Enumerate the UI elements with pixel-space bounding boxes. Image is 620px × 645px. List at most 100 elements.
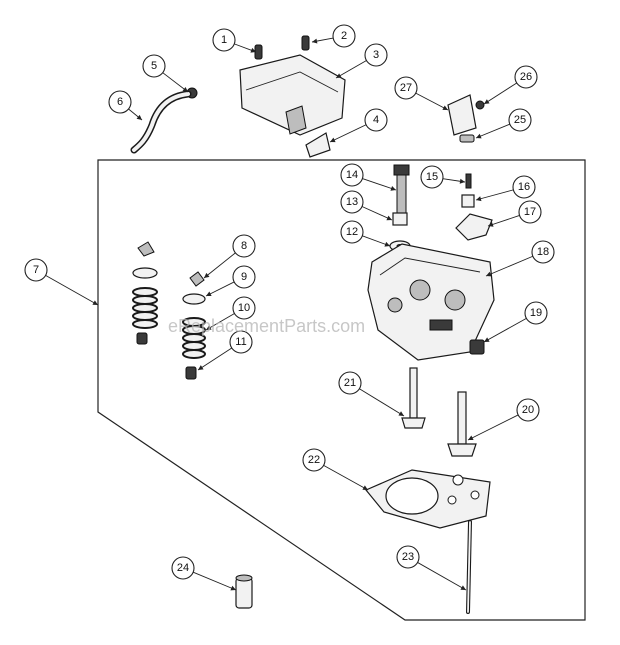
callout-circle-5 — [142, 54, 166, 78]
callout-number-16: 16 — [518, 181, 530, 193]
callout-12: 12 — [340, 220, 364, 244]
leader-arrow-16 — [476, 196, 482, 202]
callout-27: 27 — [394, 76, 418, 100]
callout-circle-4 — [364, 108, 388, 132]
callout-number-13: 13 — [346, 196, 358, 208]
callout-number-19: 19 — [530, 307, 542, 319]
callout-circle-20 — [516, 398, 540, 422]
callout-number-3: 3 — [373, 49, 379, 61]
callout-number-7: 7 — [33, 264, 39, 276]
callout-circle-12 — [340, 220, 364, 244]
leader-line-23 — [417, 562, 467, 591]
part-spring-left — [132, 287, 158, 329]
part-seal-left — [136, 332, 148, 345]
callout-number-21: 21 — [344, 377, 356, 389]
callout-11: 11 — [229, 330, 253, 354]
leader-arrow-6 — [136, 114, 142, 120]
callout-number-2: 2 — [341, 30, 347, 42]
leader-arrow-25 — [476, 133, 482, 139]
callout-number-1: 1 — [221, 34, 227, 46]
leader-line-11 — [197, 347, 233, 371]
leader-arrow-18 — [486, 271, 492, 277]
leader-arrow-26 — [484, 99, 490, 104]
callout-number-5: 5 — [151, 60, 157, 72]
callout-3: 3 — [364, 43, 388, 67]
callout-number-22: 22 — [308, 454, 320, 466]
leader-arrow-27 — [442, 105, 448, 110]
callout-circle-6 — [108, 90, 132, 114]
leader-arrow-13 — [386, 215, 392, 221]
leader-arrow-19 — [484, 337, 490, 342]
leader-line-16 — [475, 189, 514, 201]
leader-line-5 — [162, 72, 189, 93]
callout-number-18: 18 — [537, 246, 549, 258]
part-nut-13 — [392, 212, 408, 226]
callout-circle-19 — [524, 301, 548, 325]
callout-number-26: 26 — [520, 71, 532, 83]
part-valve-cover — [239, 54, 346, 136]
callout-19: 19 — [524, 301, 548, 325]
callout-number-23: 23 — [402, 551, 414, 563]
part-retainer-left — [132, 267, 158, 279]
callout-1: 1 — [212, 28, 236, 52]
callout-7: 7 — [24, 258, 48, 282]
callout-number-17: 17 — [524, 206, 536, 218]
leader-arrow-10 — [206, 325, 212, 330]
leader-line-4 — [329, 124, 367, 143]
leader-arrow-23 — [460, 585, 466, 590]
callout-16: 16 — [512, 175, 536, 199]
part-gasket-22 — [365, 469, 491, 529]
callout-number-12: 12 — [346, 226, 358, 238]
callout-circle-7 — [24, 258, 48, 282]
callout-circle-15 — [420, 165, 444, 189]
leader-line-3 — [335, 60, 367, 79]
leader-line-13 — [361, 206, 393, 221]
part-plug-19 — [469, 339, 485, 355]
callout-22: 22 — [302, 448, 326, 472]
callout-circle-2 — [332, 24, 356, 48]
callout-circle-16 — [512, 175, 536, 199]
leader-line-7 — [45, 275, 99, 306]
callout-number-25: 25 — [514, 114, 526, 126]
callout-number-15: 15 — [426, 171, 438, 183]
part-valve-21 — [401, 367, 426, 429]
leader-arrow-8 — [204, 272, 210, 278]
callout-number-11: 11 — [235, 336, 246, 348]
callout-9: 9 — [232, 265, 256, 289]
part-tube-6 — [130, 90, 192, 154]
callout-circle-10 — [232, 296, 256, 320]
callout-14: 14 — [340, 163, 364, 187]
callout-circle-13 — [340, 190, 364, 214]
callout-number-8: 8 — [241, 240, 247, 252]
leader-lines — [45, 37, 534, 591]
callout-number-4: 4 — [373, 114, 379, 126]
callout-5: 5 — [142, 54, 166, 78]
leader-arrow-24 — [230, 585, 236, 591]
leader-arrow-22 — [362, 485, 368, 490]
part-screw-2 — [301, 35, 310, 51]
part-nut-16 — [461, 194, 475, 208]
leader-line-20 — [467, 414, 519, 441]
callout-circle-11 — [229, 330, 253, 354]
part-keeper-8 — [189, 271, 205, 287]
callout-circle-1 — [212, 28, 236, 52]
leader-line-17 — [487, 215, 520, 227]
leader-arrow-3 — [336, 73, 342, 78]
callout-6: 6 — [108, 90, 132, 114]
callout-number-24: 24 — [177, 562, 189, 574]
leader-arrow-7 — [92, 300, 98, 305]
part-screw-1 — [254, 44, 263, 60]
callout-13: 13 — [340, 190, 364, 214]
part-push-rod-23 — [466, 520, 472, 614]
part-clip-25 — [459, 134, 475, 143]
callout-circle-14 — [340, 163, 364, 187]
part-bracket-27 — [447, 94, 477, 136]
callout-25: 25 — [508, 108, 532, 132]
callout-circle-9 — [232, 265, 256, 289]
callout-number-27: 27 — [400, 82, 412, 94]
callout-circle-22 — [302, 448, 326, 472]
assembly-frame — [97, 159, 586, 621]
callout-circle-21 — [338, 371, 362, 395]
callout-number-10: 10 — [238, 302, 250, 314]
